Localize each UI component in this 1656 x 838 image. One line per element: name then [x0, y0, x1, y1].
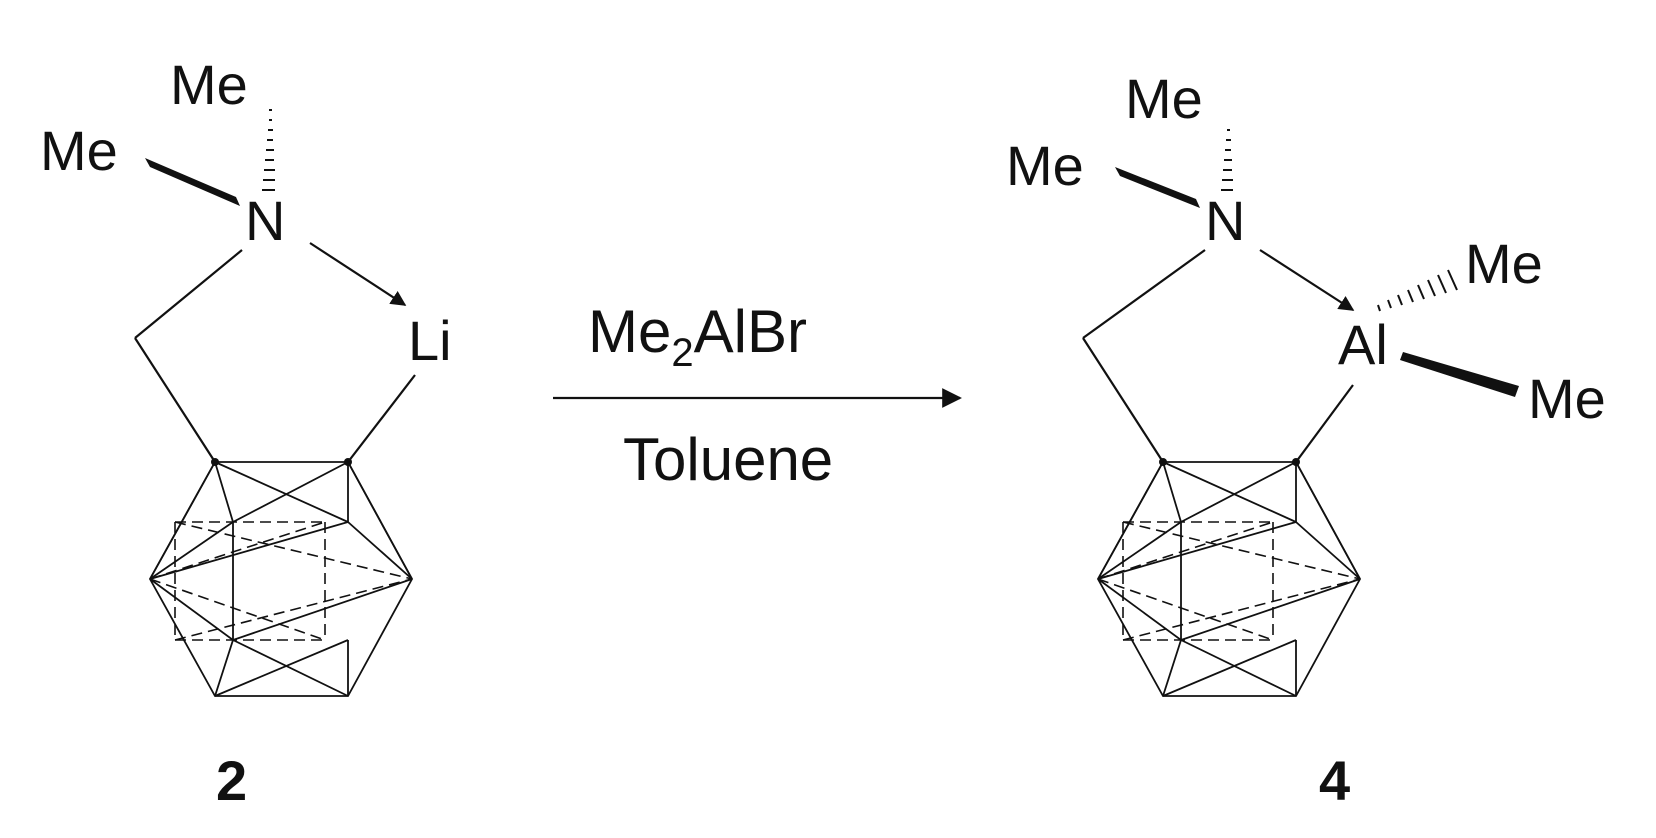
ch2-n-bond-product: [1082, 249, 1206, 339]
nitrogen-label-product: N: [1205, 189, 1245, 252]
lithium-label: Li: [408, 309, 452, 372]
c2-al-bond: [1295, 384, 1354, 463]
ch2-n-bond: [134, 249, 243, 339]
compound-number-2: 2: [216, 749, 247, 812]
me-top-label-product: Me: [1125, 67, 1203, 130]
c2-li-bond: [347, 374, 416, 463]
c1-ch2-bond: [134, 337, 216, 463]
c1-ch2-bond-product: [1082, 337, 1164, 463]
me-left-label: Me: [40, 119, 118, 182]
aluminum-label: Al: [1338, 313, 1388, 376]
carborane-cage-reactant: [149, 457, 413, 697]
reactant-molecule: Me Me N Li 2: [40, 53, 452, 812]
solvent-label: Toluene: [623, 426, 833, 493]
n-al-dative-bond: [1259, 249, 1355, 311]
n-me-hashed-bond-product: [1221, 129, 1233, 191]
compound-number-4: 4: [1319, 749, 1350, 812]
carborane-cage-product: [1097, 457, 1361, 697]
al-me-hashed-bond: [1377, 269, 1458, 312]
n-li-dative-bond: [309, 242, 407, 306]
n-me-wedge-bond: [145, 158, 240, 206]
product-molecule: Me Me N Al Me Me 4: [1006, 67, 1606, 812]
me-top-label: Me: [170, 53, 248, 116]
n-me-hashed-bond: [262, 109, 275, 191]
me-al-lower-label: Me: [1528, 367, 1606, 430]
me-al-upper-label: Me: [1465, 232, 1543, 295]
al-me-wedge-bond: [1400, 352, 1519, 397]
me-left-label-product: Me: [1006, 134, 1084, 197]
nitrogen-label: N: [245, 189, 285, 252]
reaction-arrow-group: Me2AlBr Toluene: [553, 298, 962, 493]
reagent-label: Me2AlBr: [588, 298, 807, 375]
n-me-wedge-bond-product: [1115, 167, 1200, 208]
